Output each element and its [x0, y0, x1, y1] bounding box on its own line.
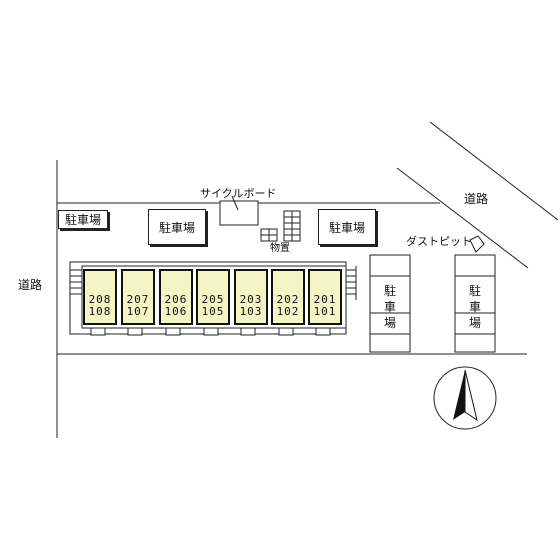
- unit-number-lower: 105: [201, 305, 225, 318]
- road-label-right: 道路: [464, 192, 489, 206]
- parking-label-small: 駐車場: [58, 210, 108, 229]
- road-edge-diagonal-inner: [396, 167, 529, 269]
- unit-number-lower: 108: [88, 305, 112, 318]
- unit-number-upper: 202: [276, 293, 300, 306]
- parking-label-vertical-b: 駐 車 場: [463, 284, 487, 330]
- road-label-left: 道路: [18, 278, 43, 292]
- unit-number-lower: 107: [126, 305, 150, 318]
- cycle-port: [219, 200, 259, 226]
- north-arrow-icon: [433, 366, 497, 430]
- parking-label-center: 駐車場: [148, 209, 206, 245]
- unit-number-lower: 106: [164, 305, 188, 318]
- building-stair-left: [70, 269, 82, 295]
- parking-char: 駐: [468, 284, 481, 298]
- unit-room: 201 101: [308, 269, 342, 325]
- parking-label-right: 駐車場: [318, 209, 376, 245]
- unit-number-upper: 201: [313, 293, 337, 306]
- unit-room: 206 106: [159, 269, 193, 325]
- unit-number-lower: 103: [239, 305, 263, 318]
- unit-number-upper: 203: [239, 293, 263, 306]
- storage-label: 物置: [270, 243, 290, 254]
- unit-room: 202 102: [271, 269, 305, 325]
- parking-bay-right-b: [454, 254, 496, 353]
- unit-room: 205 105: [196, 269, 230, 325]
- parking-char: 駐: [383, 284, 396, 298]
- unit-room: 207 107: [121, 269, 155, 325]
- parking-char: 場: [468, 316, 481, 330]
- road-edge-diagonal-outer: [429, 121, 559, 221]
- dust-bin-label: ダストピット: [406, 235, 472, 248]
- cycle-port-label: サイクルボード: [200, 187, 277, 200]
- cycle-port-leader: [231, 195, 239, 211]
- parking-char: 車: [383, 300, 396, 314]
- unit-number-upper: 206: [164, 293, 188, 306]
- unit-room: 203 103: [234, 269, 268, 325]
- parking-char: 場: [383, 316, 396, 330]
- staircase: [283, 210, 301, 242]
- unit-number-upper: 208: [88, 293, 112, 306]
- building-stair-right: [346, 266, 357, 300]
- parking-bay-right-a: [369, 254, 411, 353]
- unit-number-lower: 102: [276, 305, 300, 318]
- parking-char: 車: [468, 300, 481, 314]
- parking-label-vertical-a: 駐 車 場: [378, 284, 402, 330]
- unit-room: 208 108: [83, 269, 117, 325]
- unit-number-upper: 205: [201, 293, 225, 306]
- unit-meter-boxes: [90, 327, 331, 336]
- unit-number-upper: 207: [126, 293, 150, 306]
- storage-shed: [260, 228, 278, 242]
- unit-number-lower: 101: [313, 305, 337, 318]
- dust-bin-icon: [469, 235, 485, 253]
